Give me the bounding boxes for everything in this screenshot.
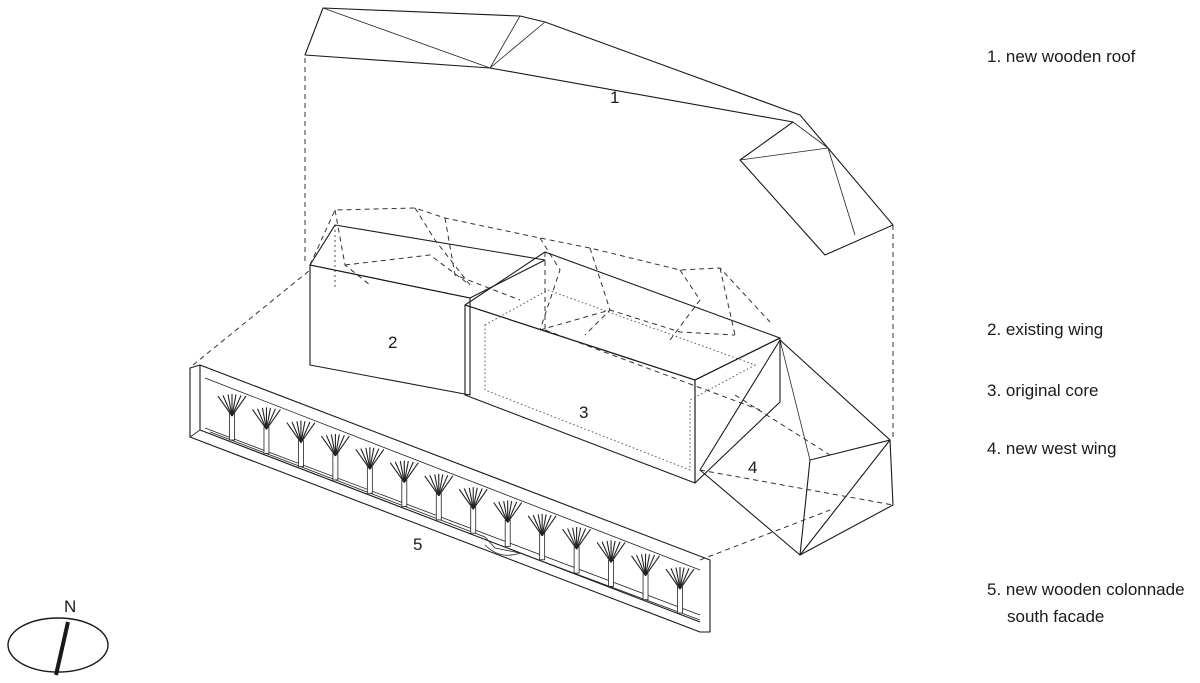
label-original-core-number: 3 (579, 403, 588, 422)
colonnade-column (424, 473, 454, 521)
west-wing-component (699, 339, 894, 556)
colonnade-column (252, 407, 281, 454)
colonnade-column (389, 460, 419, 507)
colonnade-column (493, 500, 523, 547)
colonnade-column (355, 447, 385, 494)
compass-north-label: N (64, 597, 76, 616)
north-compass: N (7, 597, 109, 676)
legend-item-colonnade: 5. new wooden colonnade (987, 580, 1185, 599)
roof-outline (304, 7, 894, 256)
label-existing-wing-number: 2 (388, 333, 397, 352)
legend: 1. new wooden roof 2. existing wing 3. o… (987, 47, 1185, 626)
legend-item-west-wing: 4. new west wing (987, 439, 1116, 458)
colonnade-columns (217, 394, 695, 614)
colonnade-column (286, 420, 316, 468)
existing-wing-component (309, 224, 546, 396)
projection-lines (192, 58, 894, 561)
colonnade-column (320, 433, 350, 481)
colonnade-column (458, 487, 488, 534)
original-core-component (464, 251, 781, 484)
legend-item-colonnade-line2: south facade (1007, 607, 1104, 626)
colonnade-column (527, 513, 557, 561)
colonnade-column (665, 567, 695, 614)
legend-item-original-core: 3. original core (987, 381, 1099, 400)
legend-item-roof: 1. new wooden roof (987, 47, 1136, 66)
label-colonnade-number: 5 (413, 535, 422, 554)
label-west-wing-number: 4 (748, 458, 757, 477)
colonnade-column (562, 527, 592, 574)
label-roof-number: 1 (610, 88, 619, 107)
compass-needle-icon (54, 621, 70, 676)
colonnade-column (631, 553, 660, 601)
colonnade-outer (189, 364, 711, 633)
roof-ghost (309, 207, 771, 341)
roof-component (304, 7, 894, 256)
colonnade-column (217, 394, 247, 441)
legend-item-existing-wing: 2. existing wing (987, 320, 1103, 339)
colonnade-component (189, 364, 711, 633)
colonnade-column (596, 540, 626, 587)
